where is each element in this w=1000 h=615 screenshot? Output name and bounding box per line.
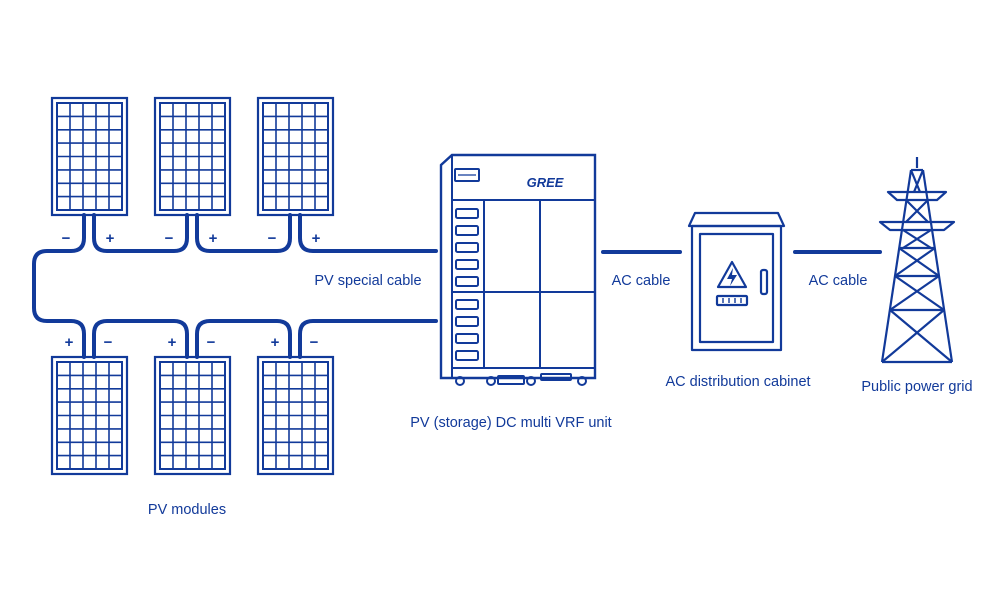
solar-panel-icon: [153, 96, 232, 217]
negative-sign: −: [165, 230, 174, 247]
negative-sign: −: [207, 334, 216, 351]
pv-modules-label: PV modules: [148, 502, 226, 518]
positive-sign: +: [312, 230, 321, 247]
negative-sign: −: [62, 230, 71, 247]
solar-panel-icon: [256, 96, 335, 217]
solar-panel-icon: [153, 355, 232, 476]
terminal-signs: − + − + − + + − + − + −: [62, 230, 321, 351]
positive-sign: +: [168, 334, 177, 351]
power-grid-label: Public power grid: [861, 379, 972, 395]
ac-cabinet-label: AC distribution cabinet: [665, 374, 810, 390]
positive-sign: +: [65, 334, 74, 351]
transmission-tower-icon: [878, 157, 956, 364]
vrf-unit-label: PV (storage) DC multi VRF unit: [410, 415, 611, 431]
dc-wiring: [32, 213, 438, 359]
bottom-panels: [50, 355, 335, 476]
ac-cable-label-left: AC cable: [612, 273, 671, 289]
negative-sign: −: [268, 230, 277, 247]
high-voltage-warning-icon: [716, 260, 748, 289]
ac-cable-label-right: AC cable: [809, 273, 868, 289]
top-panels: [50, 96, 335, 217]
solar-panel-icon: [50, 96, 129, 217]
negative-sign: −: [104, 334, 113, 351]
positive-sign: +: [271, 334, 280, 351]
distribution-cabinet-icon: [687, 211, 786, 352]
solar-panel-icon: [50, 355, 129, 476]
vrf-unit-icon: [439, 153, 597, 386]
pv-special-cable-label: PV special cable: [314, 273, 421, 289]
solar-panel-icon: [256, 355, 335, 476]
positive-sign: +: [106, 230, 115, 247]
negative-sign: −: [310, 334, 319, 351]
gree-logo: GREE: [527, 175, 564, 190]
positive-sign: +: [209, 230, 218, 247]
